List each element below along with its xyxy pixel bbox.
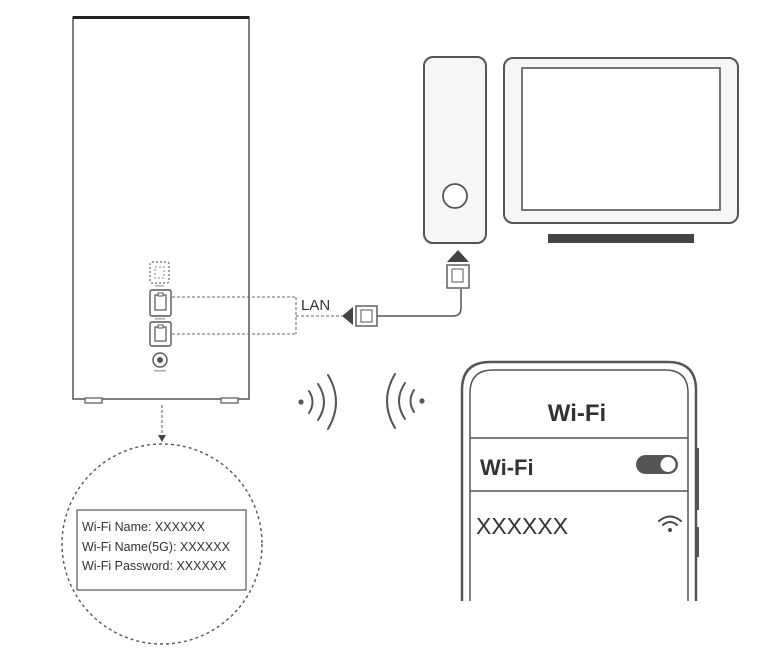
ethernet-cable [342, 250, 470, 327]
network-list-item[interactable]: XXXXXX [476, 513, 682, 539]
lan-label: LAN [301, 297, 330, 314]
router [72, 16, 250, 404]
network-name: XXXXXX [476, 513, 568, 539]
wifi-icon [658, 515, 682, 532]
label-line-wifi-name-5g: Wi-Fi Name(5G): XXXXXX [82, 540, 231, 554]
label-line-wifi-password: Wi-Fi Password: XXXXXX [82, 559, 227, 573]
tel-port [149, 261, 170, 287]
computer-tower [423, 56, 487, 244]
label-line-wifi-name: Wi-Fi Name: XXXXXX [82, 520, 206, 534]
power-port [152, 352, 168, 372]
phone-header-title: Wi-Fi [548, 400, 606, 427]
lan-port-1 [149, 289, 172, 320]
phone: Wi-Fi Wi-Fi XXXXXX [460, 360, 699, 601]
lan-bracket [172, 296, 342, 335]
lan-port-2 [149, 321, 172, 347]
label-callout: Wi-Fi Name: XXXXXX Wi-Fi Name(5G): XXXXX… [61, 405, 263, 645]
wifi-toggle-switch[interactable] [636, 455, 678, 474]
wifi-info-label-card [76, 509, 247, 591]
wifi-toggle-label: Wi-Fi [480, 455, 534, 480]
computer-monitor [503, 57, 739, 243]
wireless-signal-icon [298, 373, 425, 430]
